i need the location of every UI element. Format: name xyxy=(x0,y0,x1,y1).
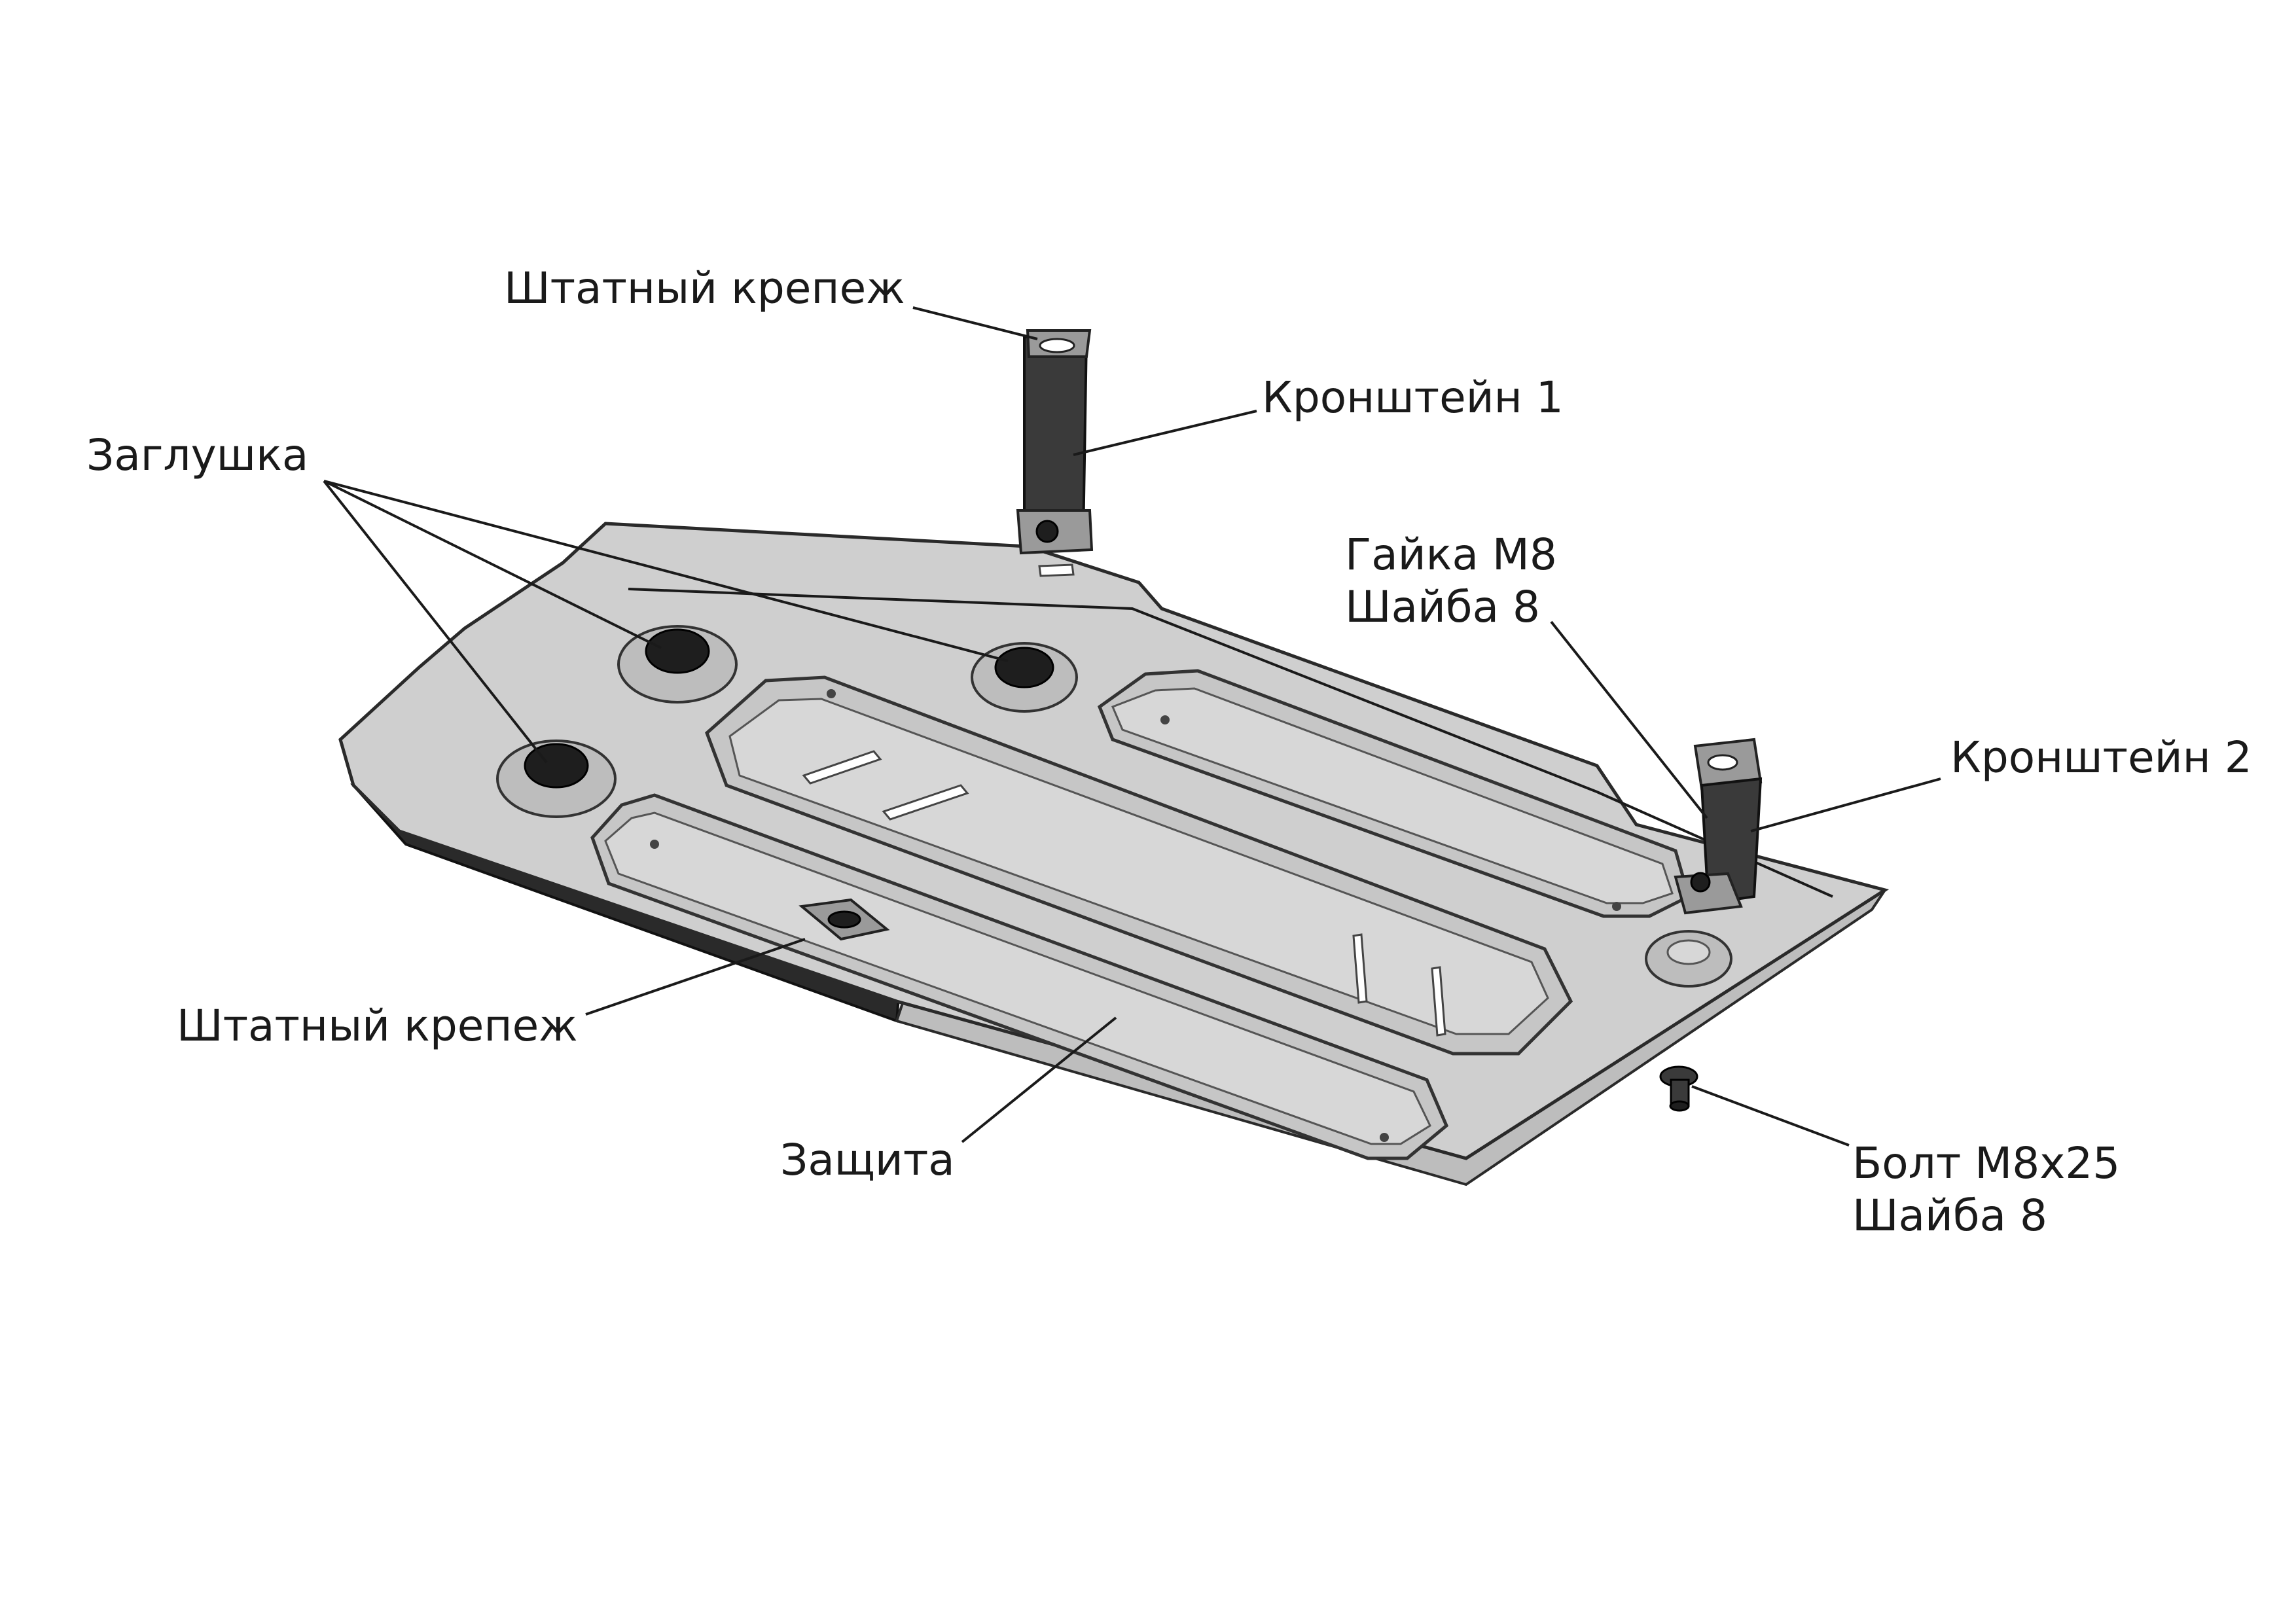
slot-1 xyxy=(802,750,882,785)
plug-3 xyxy=(496,740,617,818)
rib-right-inner xyxy=(1111,687,1674,904)
leader-plug-1 xyxy=(323,480,662,649)
leader-bracket-1 xyxy=(1073,410,1257,456)
label-washer-8-bolt: Шайба 8 xyxy=(1852,1190,2047,1241)
leader-plug-2 xyxy=(323,480,1009,662)
rib-center-inner xyxy=(728,698,1549,1035)
slots xyxy=(802,563,1446,1037)
label-standard-fastener-top: Штатный крепеж xyxy=(504,263,905,313)
label-bracket-1: Кронштейн 1 xyxy=(1262,372,1564,423)
slot-bracket1-base xyxy=(1038,563,1075,577)
slot-3 xyxy=(1352,933,1368,1004)
leader-protection xyxy=(961,1016,1117,1143)
bracket-2 xyxy=(1674,738,1763,915)
leader-standard-fastener-left xyxy=(585,938,806,1016)
plug-1 xyxy=(617,625,738,704)
hole-4 xyxy=(1380,1133,1389,1142)
leader-plug-3 xyxy=(323,480,548,764)
standard-fastener-mount xyxy=(798,898,890,941)
label-bracket-2: Кронштейн 2 xyxy=(1950,732,2252,783)
leader-bolt-washer xyxy=(1691,1085,1850,1147)
slot-2 xyxy=(882,784,969,821)
label-bolt-m8x25: Болт М8х25 xyxy=(1852,1138,2120,1188)
hole-1 xyxy=(1160,715,1170,724)
hole-2 xyxy=(1612,902,1621,911)
labels: Штатный крепеж Кронштейн 1 Заглушка Гайк… xyxy=(86,263,2252,1241)
hole-3 xyxy=(650,840,659,849)
label-standard-fastener-left: Штатный крепеж xyxy=(177,1001,578,1051)
slot-4 xyxy=(1431,966,1446,1037)
leader-bracket-2 xyxy=(1750,777,1941,832)
skid-plate xyxy=(338,522,1890,1186)
leader-standard-fastener-top xyxy=(912,306,1038,340)
mount-boss xyxy=(1645,930,1732,988)
hole-5 xyxy=(827,689,836,698)
label-nut-m8: Гайка М8 xyxy=(1345,529,1557,580)
label-plug: Заглушка xyxy=(86,430,308,480)
leader-nut-washer xyxy=(1550,620,1708,819)
rib-front-inner xyxy=(604,812,1431,1145)
bolt-m8x25 xyxy=(1659,1065,1698,1112)
holes xyxy=(650,689,1621,1142)
label-washer-8-nut: Шайба 8 xyxy=(1345,582,1540,632)
bracket-1 xyxy=(1016,329,1094,555)
plug-2 xyxy=(971,642,1078,713)
label-protection: Защита xyxy=(780,1135,955,1185)
leader-lines xyxy=(323,306,1941,1147)
